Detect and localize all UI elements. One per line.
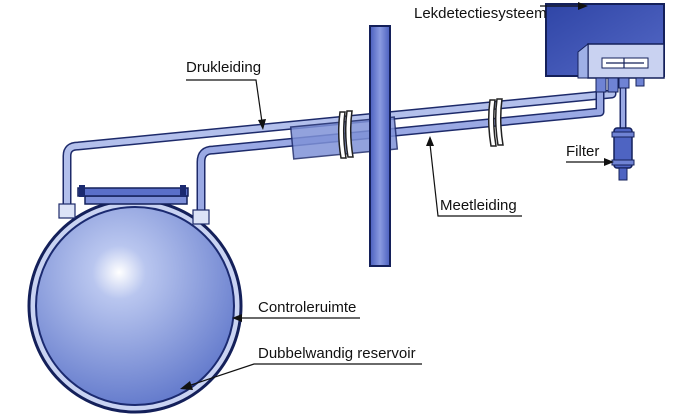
flange-bolt-left bbox=[79, 185, 85, 197]
pressure-line-label: Drukleiding bbox=[186, 59, 261, 76]
measuring-line-nozzle bbox=[192, 209, 210, 225]
filter-label: Filter bbox=[566, 143, 599, 160]
label-measuring-line: Meetleiding bbox=[426, 136, 522, 217]
label-control-space: Controleruimte bbox=[232, 299, 360, 322]
label-filter: Filter bbox=[566, 143, 614, 166]
double-walled-tank-label: Dubbelwandig reservoir bbox=[258, 345, 416, 362]
label-double-walled-tank: Dubbelwandig reservoir bbox=[180, 345, 422, 390]
wall bbox=[369, 25, 391, 267]
flange-bolt-right bbox=[180, 185, 186, 197]
pressure-line-nozzle bbox=[58, 203, 76, 219]
tank-inner-wall bbox=[35, 206, 235, 406]
pressure-line bbox=[58, 82, 617, 219]
break-marks bbox=[337, 98, 504, 159]
label-pressure-line: Drukleiding bbox=[186, 59, 266, 130]
double-walled-tank bbox=[27, 185, 243, 414]
measuring-line-label: Meetleiding bbox=[440, 197, 517, 214]
filter bbox=[611, 82, 635, 181]
label-leak-detection-system: Lekdetectiesysteem bbox=[414, 2, 588, 22]
tank-flange-top bbox=[84, 195, 188, 205]
leak-detection-system-label: Lekdetectiesysteem bbox=[414, 5, 547, 22]
measuring-line bbox=[192, 82, 605, 225]
leak-detection-unit bbox=[545, 3, 665, 93]
control-space-label: Controleruimte bbox=[258, 299, 356, 316]
tank-flange-bottom bbox=[77, 187, 189, 197]
